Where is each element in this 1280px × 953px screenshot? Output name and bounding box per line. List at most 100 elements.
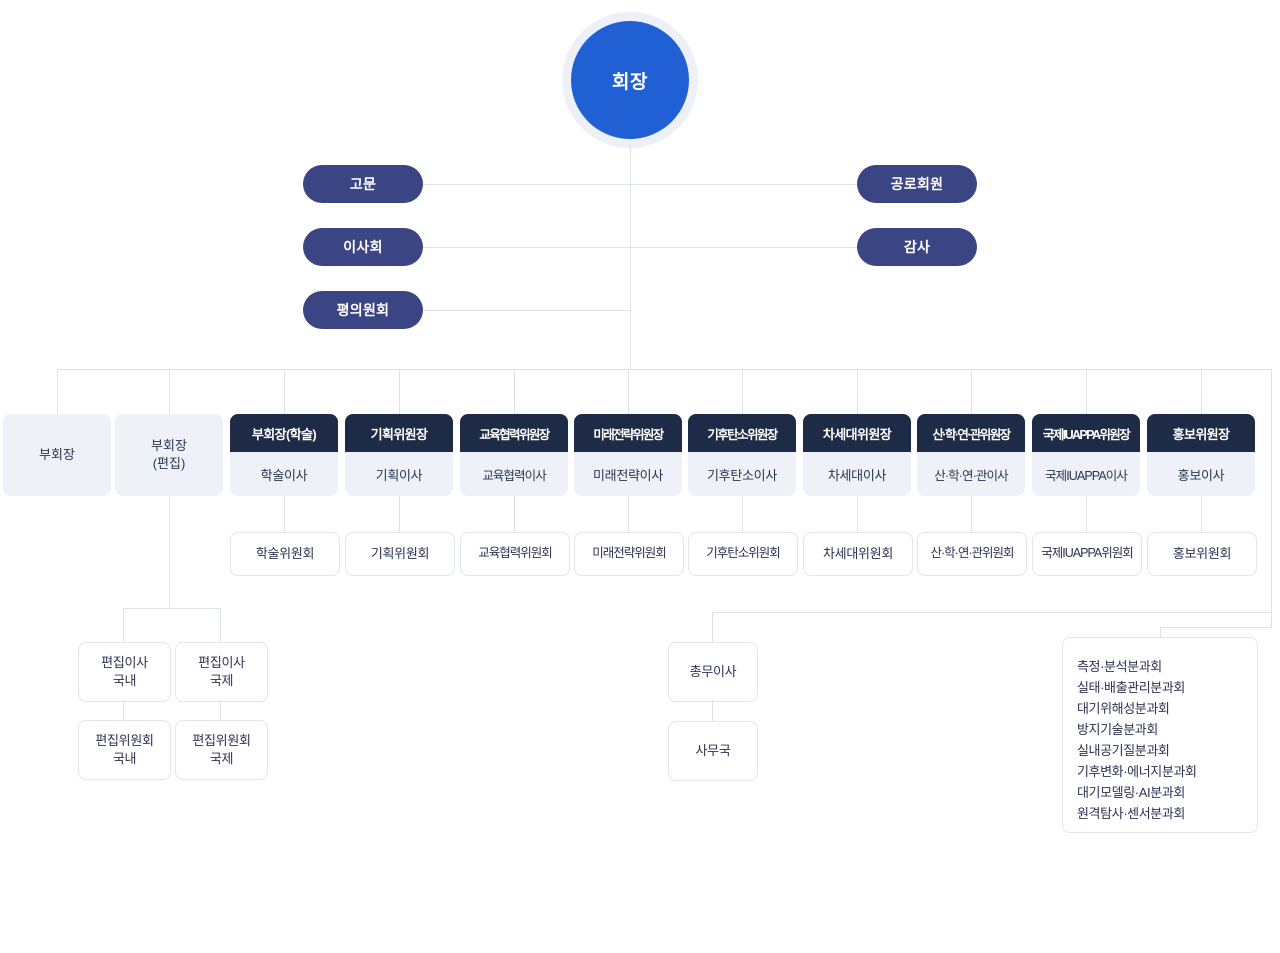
- president-node[interactable]: 회장: [562, 12, 698, 148]
- director-next-gen: 차세대이사: [803, 452, 911, 496]
- pill-auditor[interactable]: 감사: [857, 228, 977, 266]
- chair-box-pr[interactable]: 홍보위원장 홍보이사: [1147, 414, 1255, 496]
- box-editor-domestic-line1: 편집이사: [101, 654, 148, 670]
- pill-honorary-member-label: 공로회원: [890, 176, 944, 192]
- committee-label-planning: 기획위원회: [370, 545, 430, 561]
- drop-committee-next-gen: [857, 369, 858, 414]
- director-pr: 홍보이사: [1147, 452, 1255, 496]
- committee-box-iuappa[interactable]: 국제IUAPPA위원회: [1032, 532, 1142, 576]
- drop-vice-president: [57, 369, 58, 414]
- president-label: 회장: [571, 21, 689, 139]
- box-editor-domestic[interactable]: 편집이사 국내: [78, 642, 171, 702]
- connector-future-committee: [628, 496, 629, 532]
- committee-box-planning[interactable]: 기획위원회: [345, 532, 455, 576]
- general-affairs-bar: [712, 612, 1271, 613]
- chair-title-academic: 부회장(학술): [230, 414, 338, 452]
- divisions-box[interactable]: 측정·분석분과회 실태·배출관리분과회 대기위해성분과회 방지기술분과회 실내공…: [1062, 637, 1258, 833]
- chair-box-academic[interactable]: 부회장(학술) 학술이사: [230, 414, 338, 496]
- division-item: 실내공기질분과회: [1077, 743, 1170, 758]
- committee-label-iuappa: 국제IUAPPA위원회: [1041, 546, 1133, 561]
- committee-box-pr[interactable]: 홍보위원회: [1147, 532, 1257, 576]
- pill-general-assembly[interactable]: 평의원회: [303, 291, 423, 329]
- director-carbon: 기후탄소이사: [688, 452, 796, 496]
- director-industry: 산·학·연·관이사: [917, 452, 1025, 496]
- drop-vice-president-editorial: [169, 369, 170, 414]
- connector-secretariat: [712, 700, 713, 721]
- committee-box-education[interactable]: 교육협력위원회: [460, 532, 570, 576]
- chair-box-planning[interactable]: 기획위원장 기획이사: [345, 414, 453, 496]
- drop-divisions-rail: [1271, 369, 1272, 628]
- box-vice-president[interactable]: 부회장: [3, 414, 111, 496]
- connector-academic-committee: [284, 496, 285, 532]
- pill-general-assembly-label: 평의원회: [336, 302, 390, 318]
- director-education: 교육협력이사: [460, 452, 568, 496]
- chair-title-industry: 산·학·연·관위원장: [917, 414, 1025, 452]
- connector-iuappa-committee: [1086, 496, 1087, 532]
- division-item: 실태·배출관리분과회: [1077, 680, 1185, 695]
- connector-carbon-committee: [742, 496, 743, 532]
- drop-committee-industry: [971, 369, 972, 414]
- box-general-affairs-director[interactable]: 총무이사: [668, 642, 758, 702]
- connector-editorial-board-domestic: [123, 700, 124, 720]
- director-iuappa: 국제IUAPPA이사: [1032, 452, 1140, 496]
- drop-committee-pr: [1201, 369, 1202, 414]
- committee-box-academic[interactable]: 학술위원회: [230, 532, 340, 576]
- chair-title-future: 미래전략위원장: [574, 414, 682, 452]
- committee-label-carbon: 기후탄소위원회: [706, 546, 781, 561]
- chair-title-carbon: 기후탄소위원장: [688, 414, 796, 452]
- chair-box-industry[interactable]: 산·학·연·관위원장 산·학·연·관이사: [917, 414, 1025, 496]
- connector-editorial-board-international: [220, 700, 221, 720]
- committee-box-next-gen[interactable]: 차세대위원회: [803, 532, 913, 576]
- pill-board-of-directors[interactable]: 이사회: [303, 228, 423, 266]
- editorial-branch-bar: [123, 608, 221, 609]
- box-editor-international[interactable]: 편집이사 국제: [175, 642, 268, 702]
- editorial-trunk: [169, 496, 170, 609]
- box-editorial-board-domestic[interactable]: 편집위원회 국내: [78, 720, 171, 780]
- committee-box-future[interactable]: 미래전략위원회: [574, 532, 684, 576]
- box-editorial-board-international[interactable]: 편집위원회 국제: [175, 720, 268, 780]
- committee-label-future: 미래전략위원회: [592, 546, 667, 561]
- connector-industry-committee: [971, 496, 972, 532]
- chair-box-future[interactable]: 미래전략위원장 미래전략이사: [574, 414, 682, 496]
- connector-planning-committee: [399, 496, 400, 532]
- director-future: 미래전략이사: [574, 452, 682, 496]
- connector-honorary-member: [630, 184, 858, 185]
- box-secretariat-label: 사무국: [695, 742, 731, 758]
- box-vice-president-editorial[interactable]: 부회장 (편집): [115, 414, 223, 496]
- connector-assembly: [422, 310, 631, 311]
- director-planning: 기획이사: [345, 452, 453, 496]
- divisions-bar: [1160, 627, 1271, 628]
- pill-advisor[interactable]: 고문: [303, 165, 423, 203]
- division-item: 방지기술분과회: [1077, 722, 1158, 737]
- committee-box-industry[interactable]: 산·학·연·관위원회: [917, 532, 1027, 576]
- committee-label-pr: 홍보위원회: [1172, 545, 1232, 561]
- director-academic: 학술이사: [230, 452, 338, 496]
- box-vice-president-editorial-line2: (편집): [152, 456, 186, 471]
- division-item: 대기모델링·AI분과회: [1077, 785, 1185, 800]
- division-item: 대기위해성분과회: [1077, 701, 1170, 716]
- box-editor-international-line1: 편집이사: [198, 654, 245, 670]
- box-secretariat[interactable]: 사무국: [668, 721, 758, 781]
- division-item: 원격탐사·센서분과회: [1077, 806, 1185, 821]
- connector-auditor: [630, 247, 858, 248]
- chair-title-planning: 기획위원장: [345, 414, 453, 452]
- chair-box-education[interactable]: 교육협력위원장 교육협력이사: [460, 414, 568, 496]
- connector-next-gen-committee: [857, 496, 858, 532]
- chair-title-pr: 홍보위원장: [1147, 414, 1255, 452]
- trunk-line-center: [630, 146, 631, 370]
- connector-board: [422, 247, 631, 248]
- chair-title-next-gen: 차세대위원장: [803, 414, 911, 452]
- chair-box-carbon[interactable]: 기후탄소위원장 기후탄소이사: [688, 414, 796, 496]
- editorial-drop-domestic: [123, 608, 124, 642]
- divisions-drop: [1160, 627, 1161, 638]
- chair-box-iuappa[interactable]: 국제IUAPPA위원장 국제IUAPPA이사: [1032, 414, 1140, 496]
- committee-box-carbon[interactable]: 기후탄소위원회: [688, 532, 798, 576]
- drop-committee-carbon: [742, 369, 743, 414]
- pill-honorary-member[interactable]: 공로회원: [857, 165, 977, 203]
- box-editorial-board-domestic-line2: 국내: [112, 751, 137, 766]
- division-item: 측정·분석분과회: [1077, 659, 1162, 674]
- committee-label-academic: 학술위원회: [255, 545, 315, 561]
- committee-label-industry: 산·학·연·관위원회: [930, 546, 1015, 561]
- chair-box-next-gen[interactable]: 차세대위원장 차세대이사: [803, 414, 911, 496]
